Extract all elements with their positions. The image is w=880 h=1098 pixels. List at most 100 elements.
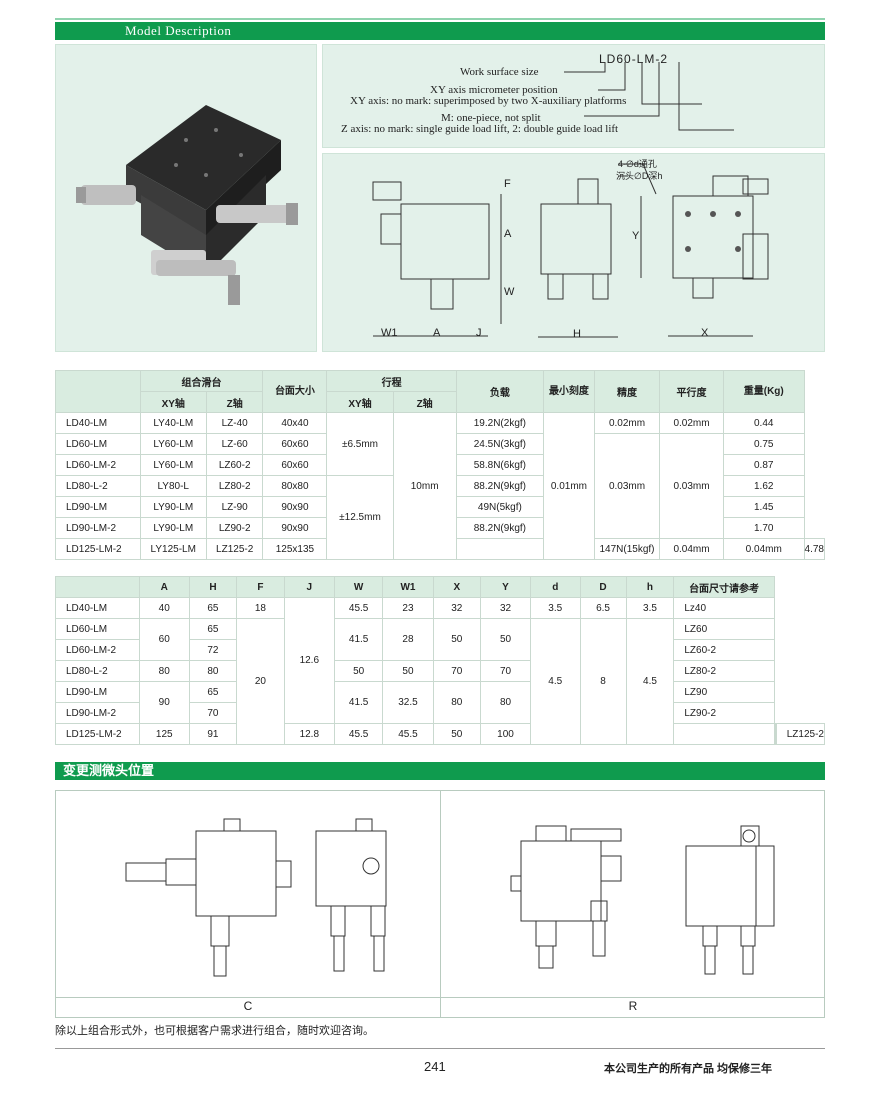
cell-f: 20 — [236, 618, 285, 745]
header-f: F — [236, 576, 285, 598]
cell-weight: 1.70 — [722, 517, 805, 539]
page-number: 241 — [424, 1059, 446, 1074]
cell-f: 18 — [236, 597, 285, 619]
cell-model: LD40-LM — [55, 412, 141, 434]
cell-size: 90x90 — [262, 517, 328, 539]
cell-w: 45.5 — [333, 723, 384, 745]
cell-precision: 0.03mm — [593, 433, 661, 539]
table-row: LD125-LM-2 LY125-LM LZ125-2 125x135 147N… — [55, 538, 826, 560]
cell-load: 24.5N(3kgf) — [455, 433, 545, 455]
cell-load: 88.2N(9kgf) — [455, 517, 545, 539]
dim-label-j: J — [476, 327, 482, 339]
cell-w: 45.5 — [333, 597, 384, 619]
cell-load: 88.2N(9kgf) — [455, 475, 545, 497]
cell-h: 65 — [188, 681, 238, 703]
cell-travel-xy: ±6.5mm — [326, 412, 394, 476]
cell-xy: LY60-LM — [139, 433, 207, 455]
header-h: H — [188, 576, 238, 598]
spec-table: 组合滑台 台面大小 行程 负载 最小刻度 精度 平行度 重量(Kg) XY轴 Z… — [55, 370, 826, 560]
cell-z: LZ60-2 — [205, 454, 264, 476]
dim-label-y: Y — [632, 230, 640, 242]
cell-size: 60x60 — [262, 454, 328, 476]
table-row: LD60-LM LY60-LM LZ-60 60x60 24.5N(3kgf) … — [55, 433, 825, 539]
header-load: 负载 — [455, 370, 545, 413]
cell-model: LD90-LM — [55, 496, 141, 518]
model-line-1: Work surface size — [460, 66, 539, 78]
cell-w1: 32.5 — [382, 681, 434, 724]
header-weight: 重量(Kg) — [722, 370, 805, 413]
cell-h: 65 — [188, 597, 238, 619]
dim-label-h: H — [573, 328, 581, 340]
header-ref: 台面尺寸请参考 — [673, 576, 775, 598]
cell-parallel: 0.03mm — [659, 433, 724, 539]
cell-ref: Lz40 — [673, 597, 775, 619]
header-x: X — [432, 576, 482, 598]
model-code: LD60-LM-2 — [599, 52, 669, 66]
header-min-scale: 最小刻度 — [543, 370, 595, 413]
variant-c-label: C — [243, 999, 253, 1013]
cell-ref: LZ90 — [673, 681, 775, 703]
cell-model: LD60-LM-2 — [55, 454, 141, 476]
cell-precision: 0.02mm — [593, 412, 661, 434]
cell-h-small: 4.5 — [625, 618, 675, 745]
header-travel: 行程 — [326, 370, 457, 392]
cell-size: 80x80 — [262, 475, 328, 497]
header-parallel: 平行度 — [659, 370, 724, 413]
cell-d-large: 6.5 — [579, 597, 627, 619]
cell-weight: 1.45 — [722, 496, 805, 518]
dim-label-w1: W1 — [381, 327, 398, 339]
table-row: LD40-LM 40 65 18 12.6 45.5 23 32 32 3.5 … — [55, 597, 825, 724]
dimension-drawing — [372, 163, 769, 338]
cell-j: 12.8 — [283, 723, 335, 745]
cell-weight: 0.75 — [722, 433, 805, 455]
cell-z: LZ-60 — [205, 433, 264, 455]
cell-model: LD90-LM — [55, 681, 140, 703]
table-row: LD125-LM-2 125 91 12.8 45.5 45.5 50 100 … — [55, 723, 826, 745]
cell-z: LZ80-2 — [205, 475, 264, 497]
cell-w: 41.5 — [333, 618, 384, 661]
model-line-5: Z axis: no mark: single guide load lift,… — [341, 123, 619, 135]
dim-label-f: F — [504, 178, 511, 190]
cell-min-scale: 0.01mm — [543, 412, 595, 560]
model-line-2: XY axis micrometer position — [430, 84, 558, 96]
hole-note-2: 沉头∅D深h — [616, 171, 663, 181]
header-combo: 组合滑台 — [139, 370, 264, 392]
dim-label-x: X — [701, 327, 709, 339]
cell-w1: 45.5 — [382, 723, 434, 745]
header-j: J — [283, 576, 335, 598]
cell-ref: LZ60 — [673, 618, 775, 640]
cell-load: 49N(5kgf) — [455, 496, 545, 518]
cell-parallel: 0.02mm — [659, 412, 724, 434]
cell-weight: 1.62 — [722, 475, 805, 497]
cell-model: LD80-L-2 — [55, 475, 141, 497]
header-xy: XY轴 — [139, 391, 207, 413]
header-z: Z轴 — [205, 391, 264, 413]
footnote: 除以上组合形式外，也可根据客户需求进行组合，随时欢迎咨询。 — [55, 1025, 374, 1037]
header-surface: 台面大小 — [262, 370, 328, 413]
product-photo-panel — [55, 44, 317, 352]
cell-model: LD60-LM-2 — [55, 639, 140, 661]
cell-a: 90 — [138, 681, 190, 724]
cell-z: LZ90-2 — [205, 517, 264, 539]
cell-model: LD80-L-2 — [55, 660, 140, 682]
cell-h: 65 — [188, 618, 238, 640]
cell-xy: LY60-LM — [139, 454, 207, 476]
dim-label-a: A — [433, 327, 441, 339]
cell-model: LD60-LM — [55, 618, 140, 640]
cell-w1: 23 — [382, 597, 434, 619]
header-y: Y — [480, 576, 531, 598]
cell-y: 50 — [480, 618, 531, 661]
header-a: A — [138, 576, 190, 598]
cell-a: 40 — [138, 597, 190, 619]
header-w1: W1 — [382, 576, 434, 598]
cell-h: 72 — [188, 639, 238, 661]
cell-model: LD90-LM-2 — [55, 702, 140, 724]
product-photo — [76, 105, 298, 305]
section-title-micrometer: 变更测微头位置 — [55, 762, 825, 780]
cell-x: 70 — [432, 660, 482, 682]
table-row: LD60-LM-2 72 LZ60-2 — [55, 639, 825, 661]
table-row: LD60-LM 60 65 20 41.5 28 50 50 4.5 8 4.5… — [55, 618, 825, 745]
cell-h: 70 — [188, 702, 238, 724]
variant-c-drawing — [125, 818, 387, 977]
cell-xy: LY40-LM — [139, 412, 207, 434]
